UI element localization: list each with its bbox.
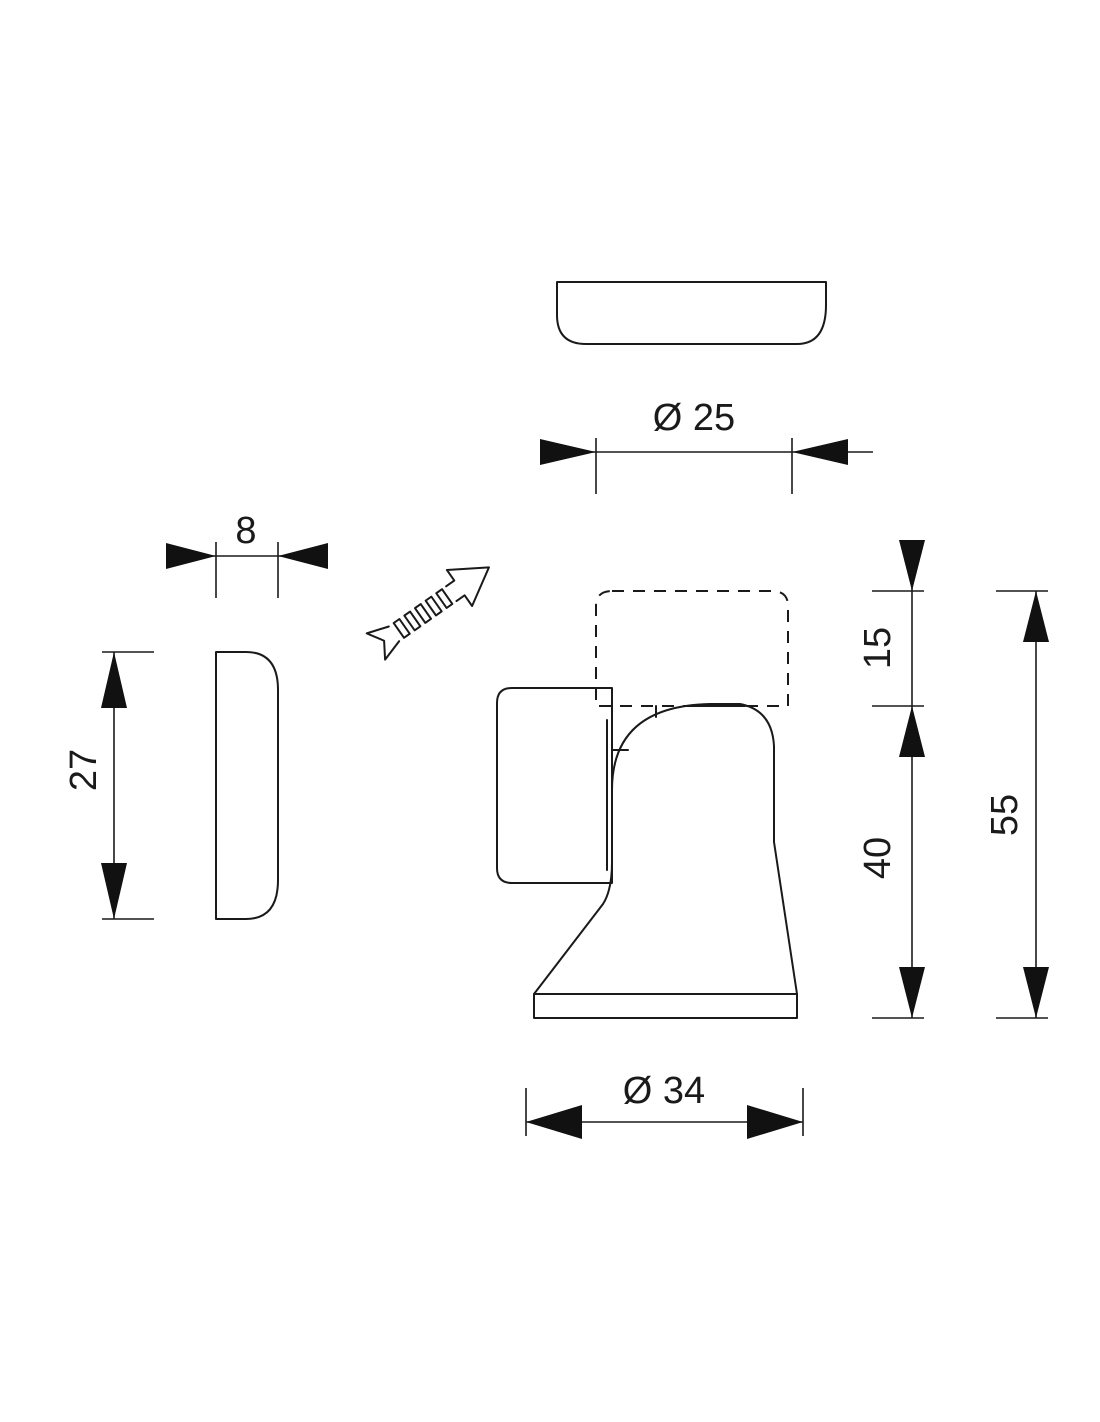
top-cap-view [556,281,827,345]
dimension-label: Ø 25 [653,397,735,439]
dimension-label: 27 [63,749,105,791]
dimension-arrow-icon [899,540,925,591]
side-plate-view [215,651,279,920]
dimension-arrow-icon [747,1105,803,1139]
dimension-arrow-icon [101,863,127,919]
dimension-arrow-icon [899,706,925,757]
dimension-top-diameter: Ø 25 [540,397,873,494]
dimension-total-height: 55 [984,590,1049,1019]
dimension-arrow-icon [1023,967,1049,1018]
dimension-label: 55 [984,794,1026,836]
dimension-arrow-icon [540,439,596,465]
dimension-label: 15 [857,627,899,669]
dimension-label: Ø 34 [623,1070,705,1112]
dimension-arrow-icon [166,543,216,569]
dimension-arrow-icon [1023,591,1049,642]
dimension-magnet-and-body-height: 15 40 [857,540,925,1019]
dimension-base-diameter: Ø 34 [525,1070,804,1139]
main-body-view [496,590,798,1019]
dimension-arrow-icon [526,1105,582,1139]
dimension-arrow-icon [792,439,848,465]
dimension-arrow-icon [101,652,127,708]
dimension-side-height: 27 [63,651,154,920]
dimension-arrow-icon [899,967,925,1018]
curved-rotation-arrow-icon [365,566,490,661]
dimension-side-thickness: 8 [166,510,328,598]
dimension-label: 8 [235,510,256,552]
dimension-label: 40 [857,837,899,879]
dimension-arrow-icon [278,543,328,569]
